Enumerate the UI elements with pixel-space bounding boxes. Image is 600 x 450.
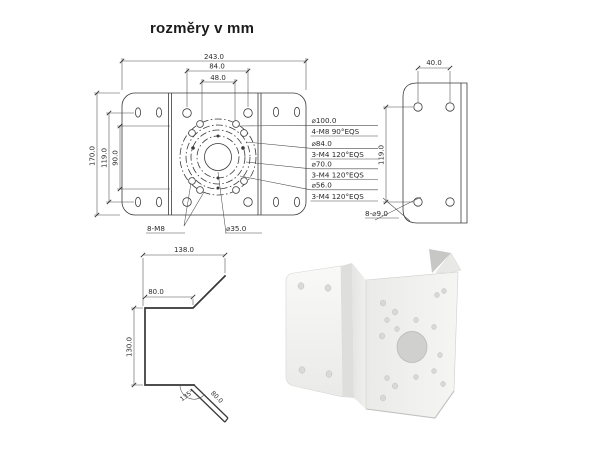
callout-pat-100: 4-M8 90°EQS — [312, 127, 360, 136]
profile-dim-80 — [145, 296, 194, 305]
profile-outline — [144, 274, 227, 386]
profile-angle-arc — [179, 384, 205, 400]
callout-leader-lines — [237, 125, 311, 191]
dim-hole-span: 84.0 — [209, 63, 225, 71]
plan-view-drawing: 243.0 84.0 48.0 170.0 119.0 90.0 ⌀100.0 … — [89, 53, 378, 234]
center-hole — [204, 143, 232, 171]
page-title: rozměry v mm — [150, 20, 255, 37]
callout-dia-100: ⌀100.0 — [312, 116, 337, 125]
extension-lines — [94, 58, 307, 216]
callout-dia-56: ⌀56.0 — [312, 181, 333, 190]
render-bend-outer — [341, 263, 354, 398]
profile-dim-depth: 138.0 — [174, 246, 194, 254]
callout-pat-70: 3-M4 120°EQS — [312, 170, 365, 179]
side-plate-outline — [402, 82, 468, 224]
side-dim-hole-height: 119.0 — [378, 145, 386, 165]
profile-dim-face-height: 130.0 — [126, 337, 134, 357]
render-flap-inner — [429, 249, 451, 273]
callout-pat-84: 3-M4 120°EQS — [312, 150, 365, 159]
side-view-drawing: 40.0 119.0 8-⌀9.0 — [365, 59, 468, 224]
profile-dim-138 — [142, 254, 226, 306]
slot-holes — [134, 106, 300, 208]
ring-holes — [188, 120, 248, 194]
side-plate-holes — [413, 102, 455, 207]
callout-pat-56: 3-M4 120°EQS — [312, 192, 365, 201]
dimension-lines — [96, 60, 306, 215]
render-left-wing — [285, 265, 344, 398]
bracket-3d-render — [285, 249, 462, 419]
side-label-holes: 8-⌀9.0 — [365, 209, 388, 218]
render-bottom-edge — [365, 390, 455, 419]
dim-hole-height: 119.0 — [101, 148, 109, 168]
dim-inner-height: 90.0 — [112, 150, 120, 166]
callout-underlines — [310, 125, 378, 202]
callout-dia-84: ⌀84.0 — [312, 139, 333, 148]
bottom-leader-lines — [146, 171, 262, 234]
label-corner-holes: 8-M8 — [147, 224, 165, 233]
label-center-hole: ⌀35.0 — [226, 224, 247, 233]
side-dimension-lines — [383, 67, 451, 203]
dim-overall-width: 243.0 — [204, 53, 224, 61]
render-center-hole — [396, 331, 428, 363]
profile-dim-wing-top: 80.0 — [148, 288, 164, 296]
profile-dim-130 — [131, 307, 143, 386]
bolt-circles — [179, 118, 257, 196]
fold-lines — [168, 93, 262, 215]
profile-view-drawing: 138.0 80.0 130.0 135° 80.0 — [126, 246, 229, 423]
profile-ticks — [131, 252, 228, 388]
side-hole-leaders — [365, 196, 422, 222]
render-flap-outer — [435, 252, 462, 274]
side-dimension-ticks — [383, 65, 453, 205]
callout-dia-70: ⌀70.0 — [312, 160, 333, 169]
bolt-circle-callouts: ⌀100.0 4-M8 90°EQS ⌀84.0 3-M4 120°EQS ⌀7… — [312, 116, 365, 201]
render-wing-holes — [297, 282, 333, 378]
render-face-holes — [379, 288, 447, 402]
profile-lower-wing — [190, 384, 229, 423]
dimension-ticks — [94, 58, 309, 218]
side-dim-hole-spacing: 40.0 — [426, 59, 442, 67]
render-bend-inner — [352, 263, 366, 409]
dim-overall-height: 170.0 — [89, 146, 97, 166]
dim-top-span: 48.0 — [210, 74, 226, 82]
